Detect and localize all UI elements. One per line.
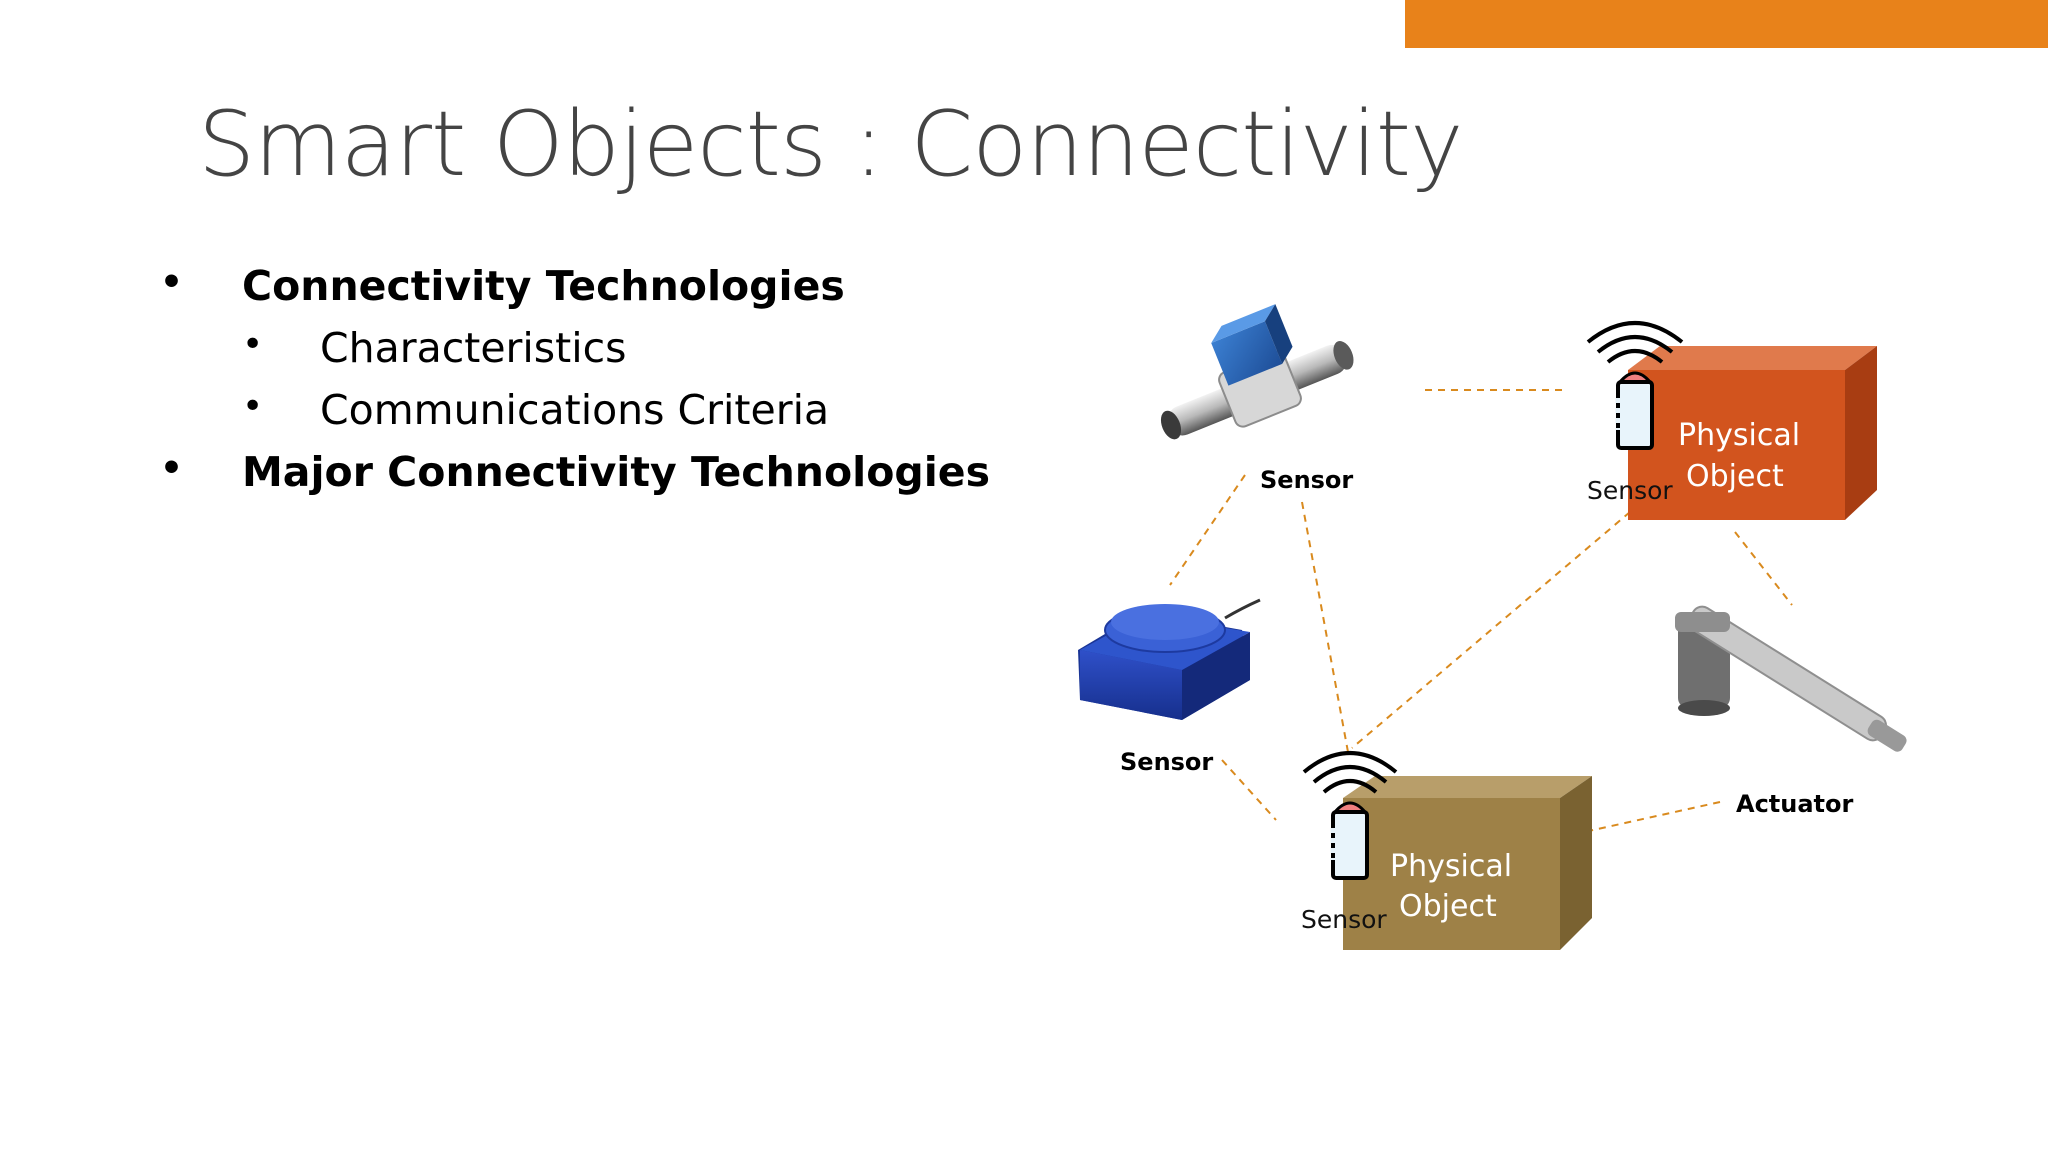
- link-objecttop-objectbottom: [1351, 511, 1631, 749]
- bullet-text: Major Connectivity Technologies: [242, 448, 990, 496]
- link-objecttop-actuator: [1734, 531, 1793, 606]
- physical-object-bottom: Physical Object Sensor: [1301, 751, 1592, 950]
- physical-object-bottom-sensor-label: Sensor: [1301, 905, 1387, 934]
- wireless-sensor-icon: [1302, 751, 1398, 880]
- physical-object-top: Physical Object Sensor: [1586, 321, 1877, 520]
- torque-sensor-icon: Sensor: [1160, 304, 1354, 494]
- connectivity-diagram: Sensor Sensor Actuator: [1078, 304, 1907, 950]
- physical-object-bottom-line2: Object: [1399, 889, 1497, 924]
- slide-title: Smart Objects : Connectivity: [198, 92, 1463, 197]
- proximity-sensor-icon: Sensor: [1078, 598, 1261, 776]
- bullet-text: Characteristics: [320, 324, 627, 372]
- physical-object-top-line2: Object: [1686, 459, 1784, 494]
- link-torque-objectbottom: [1301, 501, 1349, 753]
- bullet-list: • Connectivity Technologies • Characteri…: [160, 262, 990, 510]
- bullet-item: • Characteristics: [160, 324, 990, 386]
- bullet-item: • Communications Criteria: [160, 386, 990, 448]
- bullet-dot: •: [160, 262, 184, 303]
- physical-object-top-sensor-label: Sensor: [1587, 476, 1673, 505]
- bullet-item: • Major Connectivity Technologies: [160, 448, 990, 510]
- proximity-sensor-label: Sensor: [1120, 748, 1213, 776]
- accent-bar: [1405, 0, 2048, 48]
- bullet-dot: •: [242, 324, 264, 365]
- bullet-item: • Connectivity Technologies: [160, 262, 990, 324]
- bullet-dot: •: [242, 386, 264, 427]
- link-proximity-objectbottom: [1221, 759, 1277, 821]
- linear-actuator-icon: Actuator: [1675, 605, 1907, 818]
- wireless-sensor-icon: [1586, 321, 1684, 450]
- bullet-text: Communications Criteria: [320, 386, 830, 434]
- bullet-text: Connectivity Technologies: [242, 262, 845, 310]
- torque-sensor-label: Sensor: [1260, 466, 1353, 494]
- actuator-label: Actuator: [1736, 790, 1854, 818]
- bullet-dot: •: [160, 448, 184, 489]
- physical-object-top-line1: Physical: [1678, 418, 1800, 453]
- physical-object-bottom-line1: Physical: [1390, 849, 1512, 884]
- link-torque-proximity: [1169, 474, 1246, 586]
- connection-links: [1169, 389, 1793, 839]
- link-actuator-objectbottom: [1556, 801, 1721, 839]
